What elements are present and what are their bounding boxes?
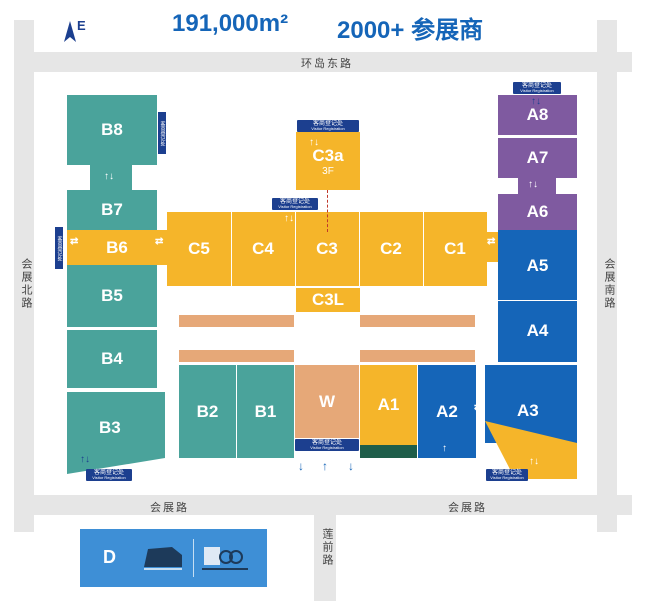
hall-a5[interactable]: A5	[498, 230, 577, 302]
compass-icon: E	[62, 18, 90, 46]
hall-a6[interactable]: A6	[498, 194, 577, 230]
road-top	[14, 52, 632, 72]
road-bottom-right-label: 会展路	[448, 502, 487, 514]
visitor-registration-c-row[interactable]: 客商登记处 Visitor Registration	[272, 198, 318, 210]
hall-c3a[interactable]: C3a 3F	[296, 132, 360, 190]
visitor-registration-w[interactable]: 客商登记处 Visitor Registration	[295, 439, 359, 451]
hall-d[interactable]: D	[80, 529, 267, 587]
road-left-label: 会展北路	[20, 258, 32, 310]
hall-b1[interactable]: B1	[237, 365, 294, 458]
brand-logo	[202, 543, 250, 573]
compass-letter: E	[77, 18, 86, 33]
updown-arrow-icon: ↑↓	[529, 456, 539, 467]
hall-c1[interactable]: C1	[423, 212, 487, 286]
walkway	[360, 350, 475, 362]
hall-a3[interactable]: A3	[485, 365, 577, 479]
leftright-arrow-icon: ⇄	[167, 402, 176, 413]
hall-a7[interactable]: A7	[498, 138, 577, 178]
hall-b2[interactable]: B2	[179, 365, 236, 458]
road-right-label: 会展南路	[603, 258, 615, 310]
hall-a1-strip	[360, 445, 417, 458]
road-lianqian	[314, 515, 336, 601]
leftright-arrow-icon: ⇄	[474, 402, 483, 413]
hall-a8[interactable]: A8	[498, 95, 577, 135]
up-arrow-icon: ↑	[442, 443, 447, 454]
building-logo	[142, 541, 186, 573]
hall-c4[interactable]: C4	[231, 212, 295, 286]
separator	[359, 212, 360, 286]
walkway	[179, 315, 294, 327]
hall-b8[interactable]: B8	[67, 95, 157, 165]
walkway	[360, 315, 475, 327]
updown-arrow-icon: ↑↓	[528, 179, 538, 190]
divider	[193, 539, 194, 577]
road-top-label: 环岛东路	[301, 58, 353, 70]
visitor-registration-c3a[interactable]: 客商登记处 Visitor Registration	[297, 120, 359, 132]
connector-c1-a	[487, 232, 499, 262]
area-stat: 191,000m²	[172, 10, 289, 37]
updown-arrow-icon: ↑↓	[284, 213, 294, 224]
separator	[498, 300, 577, 301]
hall-b4[interactable]: B4	[67, 330, 157, 388]
updown-arrow-icon: ↑↓	[309, 137, 319, 148]
visitor-registration-b3[interactable]: 客商登记处 Visitor Registration	[86, 469, 132, 481]
c3a-link-line	[327, 190, 328, 232]
leftright-arrow-icon: ⇄	[487, 236, 496, 247]
leftright-arrow-icon: ⇄	[155, 236, 164, 247]
hall-w[interactable]: W	[295, 365, 359, 438]
leftright-arrow-icon: ⇄	[70, 236, 79, 247]
walkway	[179, 350, 294, 362]
updown-arrow-icon: ↑↓	[531, 96, 541, 107]
hall-c5[interactable]: C5	[167, 212, 231, 286]
connector-b8-b7	[90, 165, 132, 190]
road-bottom	[14, 495, 632, 515]
visitor-registration-a3[interactable]: 客商登记处 Visitor Registration	[486, 469, 528, 481]
separator	[423, 212, 424, 286]
road-lianqian-label: 莲前路	[321, 528, 333, 567]
hall-b7[interactable]: B7	[67, 190, 157, 230]
hall-c3l[interactable]: C3L	[296, 288, 360, 312]
road-right	[597, 20, 617, 532]
hall-a2[interactable]: A2	[418, 365, 476, 458]
separator	[295, 212, 296, 286]
up-arrow-icon: ↑	[322, 459, 328, 473]
updown-arrow-icon: ↑↓	[80, 454, 90, 465]
connector-a7-a6	[518, 178, 556, 194]
road-bottom-left-label: 会展路	[150, 502, 189, 514]
down-arrow-icon: ↓	[348, 459, 354, 473]
updown-arrow-icon: ↑↓	[104, 171, 114, 182]
hall-b3[interactable]: B3	[67, 392, 165, 474]
hall-a1[interactable]: A1	[360, 365, 417, 445]
visitor-registration-b8[interactable]: 客商登记处	[158, 112, 166, 154]
road-left	[14, 20, 34, 532]
visitor-registration-b6[interactable]: 客商登记处	[55, 227, 63, 269]
hall-c2[interactable]: C2	[359, 212, 423, 286]
visitor-registration-a8[interactable]: 客商登记处 Visitor Registration	[513, 82, 561, 94]
down-arrow-icon: ↓	[298, 459, 304, 473]
hall-a4[interactable]: A4	[498, 300, 577, 362]
exhibitor-stat: 2000+ 参展商	[337, 17, 484, 44]
hall-b6[interactable]: B6	[67, 230, 167, 265]
hall-b5[interactable]: B5	[67, 265, 157, 327]
separator	[231, 212, 232, 286]
